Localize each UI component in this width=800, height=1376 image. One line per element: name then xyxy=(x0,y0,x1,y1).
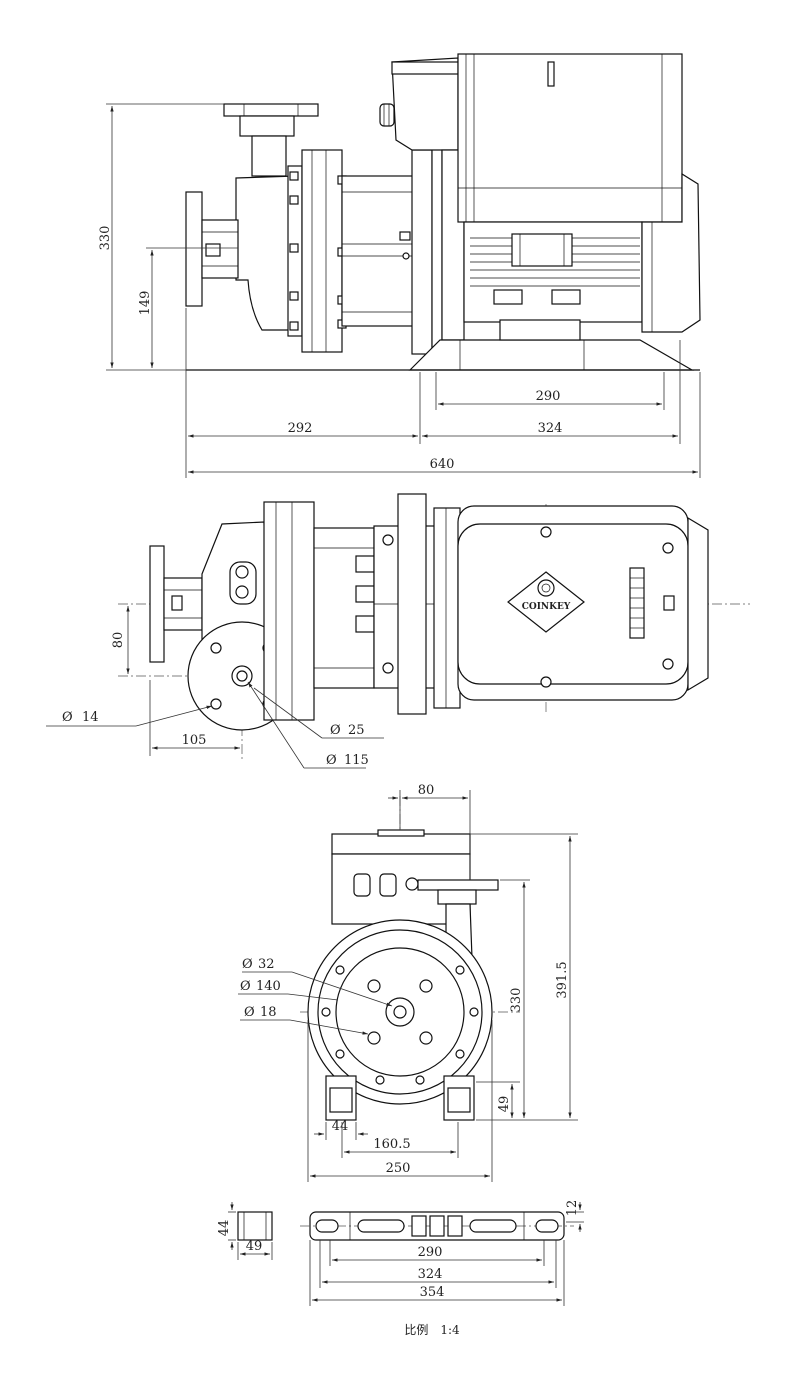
dim-port-bore-symbol: Ø xyxy=(330,723,341,738)
dim-front-bolt-hole: 18 xyxy=(260,1005,277,1020)
dim-front-bolt-hole-symbol: Ø xyxy=(244,1005,255,1020)
dim-foot-height: 49 xyxy=(497,1096,512,1113)
dim-base-foot-width: 49 xyxy=(246,1239,263,1254)
dim-bolt-hole: 14 xyxy=(82,710,99,725)
top-view: COINKEY 80 Ø 14 105 Ø 25 Ø 115 xyxy=(46,493,750,769)
dim-port-bore: 25 xyxy=(348,723,365,738)
dim-base-inner-holes: 290 xyxy=(418,1245,443,1260)
dim-top-offset: 80 xyxy=(111,632,126,649)
side-view: 330 149 290 292 324 640 xyxy=(98,53,701,478)
dim-front-top-offset: 80 xyxy=(418,783,435,798)
dim-bolt-hole-symbol: Ø xyxy=(62,710,73,725)
dim-pump-length: 292 xyxy=(288,421,313,436)
dim-front-bolt-circle-symbol: Ø xyxy=(240,979,251,994)
dim-foot-spacing: 160.5 xyxy=(373,1137,410,1152)
dim-body-width: 250 xyxy=(386,1161,411,1176)
casing-bolts xyxy=(321,965,479,1085)
dim-bolt-circle-symbol: Ø xyxy=(326,753,337,768)
brand-logo-text: COINKEY xyxy=(522,602,571,612)
dim-front-total-height: 391.5 xyxy=(555,961,570,998)
dim-overall-height: 330 xyxy=(98,226,113,251)
front-view: 80 Ø 32 Ø 140 Ø 18 391.5 330 49 44 160.5 xyxy=(238,783,578,1182)
dim-front-bolt-circle: 140 xyxy=(256,979,281,994)
dim-bore: 32 xyxy=(258,957,275,972)
dim-motor-length: 324 xyxy=(538,421,563,436)
dim-front-shaft-height: 330 xyxy=(509,988,524,1013)
dim-flange-offset: 105 xyxy=(182,733,207,748)
dim-bore-symbol: Ø xyxy=(242,957,253,972)
dim-base-foot-height: 44 xyxy=(217,1220,232,1237)
dim-outlet-center-height: 149 xyxy=(138,291,153,316)
dim-base-total-length: 354 xyxy=(420,1285,445,1300)
base-view: 44 49 12 290 324 354 xyxy=(217,1200,584,1306)
scale-note: 比例 1:4 xyxy=(404,1323,460,1337)
dim-foot-hole-span: 290 xyxy=(536,389,561,404)
brand-logo: COINKEY xyxy=(507,571,585,633)
dim-bolt-circle: 115 xyxy=(344,753,369,768)
dim-overall-length: 640 xyxy=(430,457,455,472)
dim-base-mid-holes: 324 xyxy=(418,1267,443,1282)
dim-base-slot-thickness: 12 xyxy=(565,1200,580,1217)
dim-foot-width: 44 xyxy=(332,1119,349,1134)
